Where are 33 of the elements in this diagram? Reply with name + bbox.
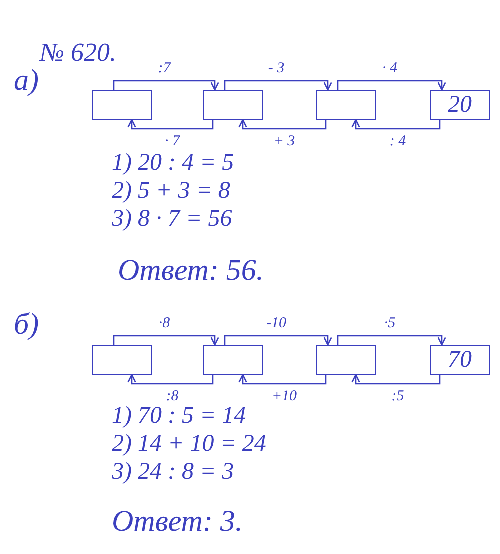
arrow — [128, 374, 214, 385]
arrow — [352, 119, 441, 130]
node-number: 70 — [448, 346, 472, 374]
empty-box — [316, 90, 376, 120]
calculation-step: 1) 70 : 5 = 14 — [112, 403, 246, 430]
node-number: 20 — [448, 92, 472, 118]
calculation-step: 3) 8 · 7 = 56 — [112, 206, 232, 233]
arrow — [113, 335, 220, 346]
arrow — [337, 80, 446, 91]
arrow — [224, 80, 332, 91]
number-box — [430, 90, 490, 120]
empty-box — [92, 345, 152, 375]
calculation-step: 2) 14 + 10 = 24 — [112, 431, 266, 458]
arrow — [337, 335, 446, 346]
empty-box — [203, 90, 263, 120]
calculation-step: 3) 24 : 8 = 3 — [112, 459, 234, 486]
empty-box — [203, 345, 263, 375]
arrow — [128, 119, 214, 130]
arrow — [224, 335, 332, 346]
empty-box — [316, 345, 376, 375]
number-box — [430, 345, 490, 375]
arrow — [238, 374, 327, 385]
calculation-step: 1) 20 : 4 = 5 — [112, 150, 234, 177]
problem-number: № 620. — [40, 38, 117, 68]
arrow — [352, 374, 441, 385]
empty-box — [92, 90, 152, 120]
calculation-step: 2) 5 + 3 = 8 — [112, 178, 230, 205]
arrow — [113, 80, 220, 91]
part-letter: б) — [14, 308, 40, 342]
arrow — [238, 119, 327, 130]
answer-text: Ответ: 56. — [118, 254, 264, 288]
part-letter: а) — [14, 64, 39, 98]
answer-text: Ответ: 3. — [112, 505, 243, 539]
